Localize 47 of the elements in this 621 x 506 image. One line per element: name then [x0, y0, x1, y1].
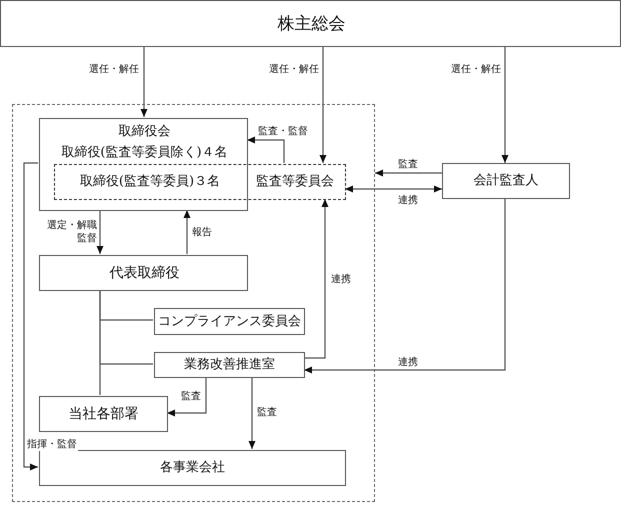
box-label: コンプライアンス委員会: [157, 313, 302, 331]
arrow: [247, 136, 285, 163]
box-label: 当社各部署: [68, 405, 140, 424]
connector-line: [99, 290, 101, 395]
committee-box: [54, 164, 346, 200]
box-label: 株主総会: [276, 13, 346, 36]
box-heading: 取締役会: [118, 123, 172, 141]
edge-label: 監査・監督: [257, 124, 309, 138]
box-label: 代表取締役: [108, 264, 180, 283]
process-box: [39, 255, 248, 291]
edge-label: 選任・解任: [88, 62, 140, 76]
arrow: [96, 210, 104, 254]
edge-label: 連携: [397, 193, 419, 207]
edge-label: 連携: [397, 355, 419, 369]
edge-label: 選任・解任: [450, 62, 502, 76]
box-label: 取締役(監査等委員)３名: [78, 173, 222, 191]
edge-label: 選任・解任: [268, 62, 320, 76]
edge-label: 連携: [330, 272, 352, 286]
edge-label: 選定・解職監督: [44, 219, 98, 245]
process-box: [154, 308, 305, 335]
arrow: [167, 377, 207, 416]
edge-label: 監査: [256, 405, 278, 419]
box-label: 監査等委員会: [255, 173, 335, 191]
arrow: [375, 170, 442, 176]
process-box: [39, 396, 168, 432]
meeting-box: [0, 0, 621, 47]
box-label: 取締役(監査等委員除く)４名: [60, 144, 229, 162]
arrow: [248, 377, 256, 449]
arrow: [320, 47, 326, 163]
board-box: [39, 118, 248, 211]
arrow: [140, 47, 148, 117]
edge-label: 報告: [191, 225, 213, 239]
arrow: [184, 210, 190, 254]
box-label: 各事業会社: [159, 459, 226, 477]
arrow: [345, 186, 442, 192]
process-box: [442, 163, 570, 199]
box-label: 会計監査人: [472, 172, 540, 190]
box-label: 業務改善推進室: [183, 356, 276, 374]
arrow: [502, 47, 508, 163]
arrow: [23, 162, 38, 470]
edge-label: 監査: [180, 389, 202, 403]
arrow: [304, 199, 506, 374]
arrow: [304, 199, 328, 359]
process-box: [39, 450, 346, 486]
edge-label: 指揮・監督: [26, 437, 78, 451]
edge-label: 監査: [397, 157, 419, 171]
process-box: [154, 352, 305, 378]
